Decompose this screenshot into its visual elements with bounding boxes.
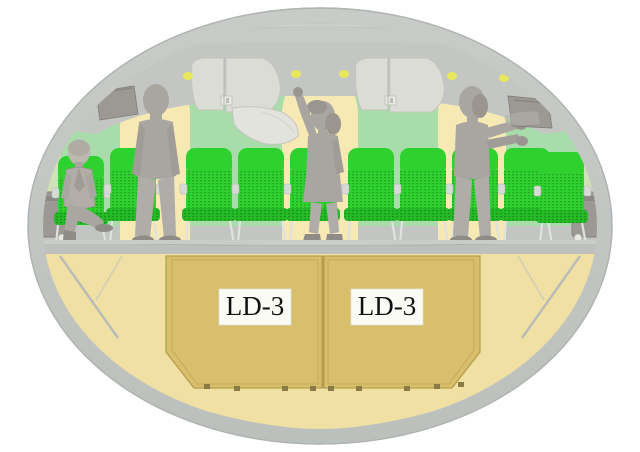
seat	[179, 148, 236, 245]
seat	[533, 152, 592, 245]
overhead-bin-center-open[interactable]	[231, 106, 299, 145]
cargo-bay	[43, 254, 597, 429]
seat	[341, 148, 398, 245]
luggage-overhead-right	[504, 95, 553, 129]
seat	[393, 148, 450, 245]
overhead-bin-left-closed[interactable]	[191, 57, 281, 113]
person-seated-passenger-left	[61, 139, 113, 240]
ld3-label-right: LD-3	[350, 288, 424, 326]
ld3-label-right-text: LD-3	[358, 291, 416, 321]
ld3-label-left-text: LD-3	[226, 291, 284, 321]
cargo-tiedown-points	[204, 382, 464, 391]
seat-group-right-window[interactable]	[497, 148, 592, 245]
overhead-bin-center-right-closed[interactable]	[355, 57, 445, 113]
ld3-label-left: LD-3	[218, 288, 292, 326]
seat	[231, 148, 288, 245]
fuselage-outline	[27, 7, 613, 445]
overhead-bins[interactable]	[191, 56, 470, 145]
person-flight-attendant-center	[293, 87, 344, 241]
